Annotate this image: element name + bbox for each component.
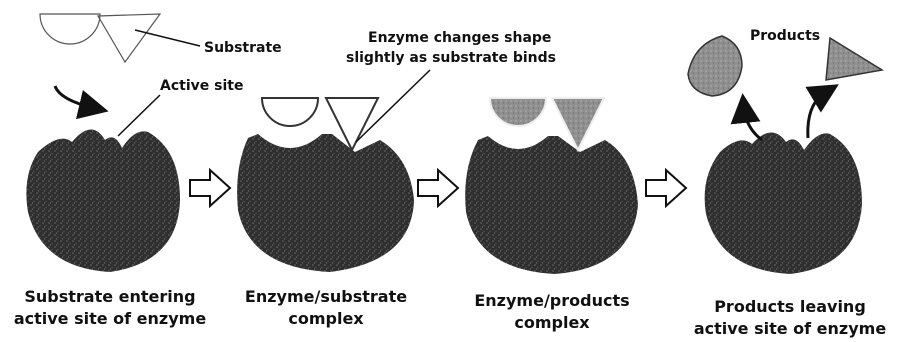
label-shape-change-2: slightly as substrate binds [346,50,556,66]
caption-4-line1: Products leaving [714,297,866,316]
release-arrow-left [744,108,762,140]
caption-2-line1: Enzyme/substrate [245,287,407,306]
product-semicircle-bound [490,98,546,126]
release-arrow-right [808,92,826,138]
active-site-pointer [118,95,160,136]
panel-substrate-entering [26,14,200,272]
panel-enzyme-substrate-complex [237,70,430,272]
process-arrow-2 [418,170,458,206]
enzyme-body-1 [26,129,180,272]
label-products: Products [750,28,820,44]
caption-1-line1: Substrate entering [24,287,195,306]
caption-4: Products leaving active site of enzyme [694,297,887,338]
caption-2: Enzyme/substrate complex [245,287,407,328]
caption-3-line1: Enzyme/products [474,291,629,310]
caption-1: Substrate entering active site of enzyme [14,287,207,328]
product-semicircle-shape [688,36,742,96]
caption-2-line2: complex [288,309,364,328]
panel-products-leaving [688,36,882,274]
process-arrow-3 [646,170,686,206]
substrate-pointer [135,30,200,46]
enzyme-body-2 [237,134,414,272]
panel-enzyme-products-complex [465,98,638,274]
entry-arrow [55,86,94,108]
caption-3: Enzyme/products complex [474,291,629,332]
caption-3-line2: complex [514,313,590,332]
label-shape-change-1: Enzyme changes shape [368,30,551,46]
enzyme-body-4 [705,132,862,274]
bound-substrate-semicircle [262,98,318,126]
caption-1-line2: active site of enzyme [14,309,207,328]
product-triangle-released [826,38,882,80]
caption-4-line2: active site of enzyme [694,319,887,338]
label-substrate: Substrate [204,40,282,56]
enzyme-body-3 [465,136,638,274]
substrate-outline [40,14,160,62]
process-arrow-1 [190,170,230,206]
label-active-site: Active site [160,78,243,94]
